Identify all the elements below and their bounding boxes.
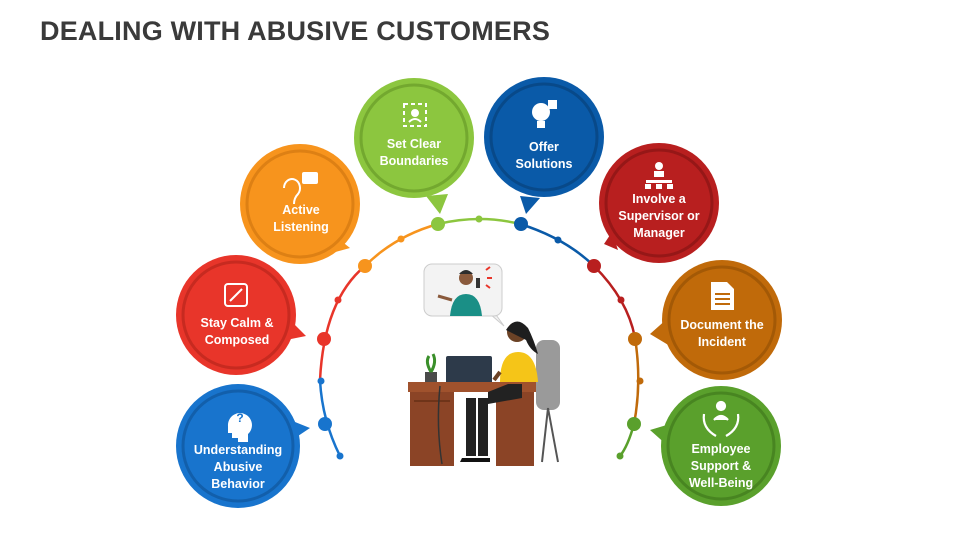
label-line: Well-Being [688, 475, 754, 490]
label-line: Solutions [515, 156, 573, 171]
document-icon [711, 282, 734, 310]
step-offer-solutions-bubble [484, 77, 604, 214]
lightbulb-puzzle-icon [532, 100, 557, 128]
step-label-understanding: Understanding Abusive Behavior [194, 442, 282, 493]
label-line: Document the [680, 318, 764, 332]
boundary-frame-icon [403, 103, 427, 127]
label-line: Manager [633, 225, 685, 240]
page-title: DEALING WITH ABUSIVE CUSTOMERS [40, 16, 551, 46]
step-supervisor-bubble [599, 143, 719, 263]
timeline-dots [317, 215, 644, 460]
step-label-active-listening: Active Listening [273, 202, 329, 236]
label-line: Stay Calm & [200, 316, 274, 330]
label-line: Support & [690, 458, 752, 473]
label-line: Listening [273, 219, 329, 234]
label-line: Incident [698, 334, 746, 349]
edit-note-icon [224, 283, 248, 307]
hands-person-icon [702, 400, 740, 437]
desk-agent-illustration [408, 321, 560, 466]
label-line: Boundaries [379, 153, 449, 168]
step-understanding-bubble [176, 384, 310, 508]
step-label-stay-calm: Stay Calm & Composed [201, 315, 274, 349]
label-line: Set Clear [386, 137, 442, 151]
label-line: Supervisor or [618, 208, 700, 223]
step-employee-support-bubble [650, 386, 781, 506]
step-label-supervisor: Involve a Supervisor or Manager [618, 191, 699, 242]
step-boundaries-bubble [354, 78, 474, 214]
angry-caller-figure [437, 266, 492, 316]
step-label-document: Document the Incident [680, 317, 763, 351]
label-line: Understanding [193, 443, 283, 457]
svg-text:?: ? [236, 411, 243, 425]
head-question-icon: ? [227, 411, 252, 442]
label-line: Abusive [213, 459, 263, 474]
label-line: Offer [529, 140, 559, 154]
step-stay-calm-bubble [176, 255, 306, 375]
label-line: Composed [204, 332, 270, 347]
step-label-offer-solutions: Offer Solutions [516, 139, 573, 173]
label-line: Behavior [211, 476, 265, 491]
org-chart-icon [645, 162, 673, 189]
step-label-boundaries: Set Clear Boundaries [380, 136, 449, 170]
label-line: Involve a [632, 192, 686, 206]
ear-chat-icon [283, 172, 318, 205]
label-line: Active [282, 203, 320, 217]
caller-speech-bubble [423, 263, 505, 327]
step-label-employee-support: Employee Support & Well-Being [689, 441, 753, 492]
step-active-listening-bubble [240, 144, 360, 264]
step-document-bubble [650, 260, 782, 380]
label-line: Employee [691, 442, 751, 456]
